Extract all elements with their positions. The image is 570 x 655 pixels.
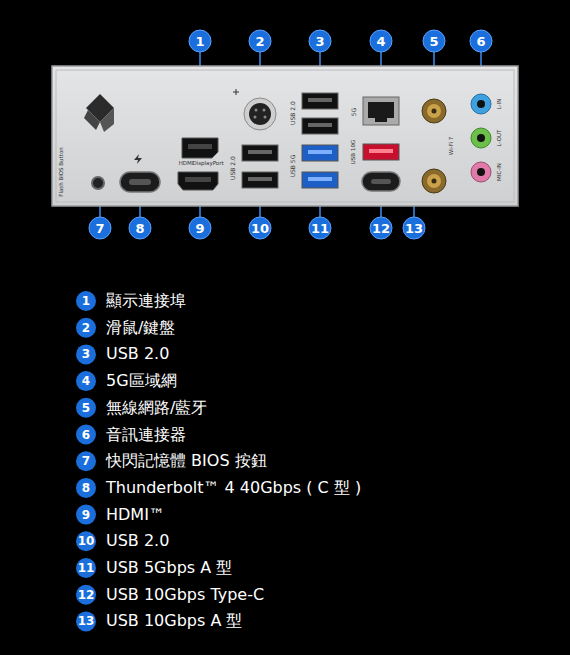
port-description: USB 10Gbps A 型 [106,613,242,629]
panel-print: L-IN [497,99,503,110]
callout-number: 4 [82,375,90,387]
callout-number: 2 [255,35,264,48]
lan-port [363,97,399,125]
port-description: USB 2.0 [106,533,169,549]
port-description: HDMI™ [106,507,165,523]
panel-print: USB 2.0 [230,156,236,180]
list-number-circle [76,558,96,578]
panel-print: Wi-Fi 7 [449,137,455,155]
callout-number: 3 [315,35,324,48]
callout-number: 9 [82,509,90,521]
callout-number: 5 [82,402,90,414]
list-number-circle [76,291,96,311]
wifi-antenna-connectors [422,99,446,193]
brand-logo [84,94,114,132]
list-number-circle [76,478,96,498]
callout-number: 5 [429,35,438,48]
callout-number: 1 [82,295,90,307]
list-number-circle [76,318,96,338]
panel-print: Flash BIOS Button [59,147,65,197]
list-number-circle [76,505,96,525]
list-number-circle [76,398,96,418]
callout-number: 3 [82,348,90,360]
plate-rim [56,70,514,202]
list-number-circle [76,585,96,605]
callout-number: 13 [405,222,423,235]
callout-number: 4 [376,35,385,48]
list-number-circle [76,371,96,391]
callout-number: 6 [476,35,485,48]
callout-circles [89,30,492,239]
list-number-circle [76,531,96,551]
usb2-ports-upper [302,93,338,134]
usb2-ports-lower [242,145,278,188]
list-number-circle [76,611,96,631]
list-number-circle [76,451,96,471]
usb10g-port [363,144,399,160]
callout-number: 7 [82,455,90,467]
panel-print: L-OUT [497,130,503,147]
port-description: Thunderbolt™ 4 40Gbps ( C 型 ) [106,480,361,496]
callout-number: 10 [78,535,95,547]
port-description: USB 2.0 [106,346,169,362]
callout-number: 12 [78,589,95,601]
port-description: USB 10Gbps Type-C [106,587,264,603]
port-description: 無線網路/藍牙 [106,400,207,416]
panel-print: HDMI [179,161,194,167]
panel-print: USB 2.0 [290,101,296,125]
callout-number: 12 [372,222,390,235]
port-description: 快閃記憶體 BIOS 按鈕 [106,453,267,469]
port-description: 顯示連接埠 [106,293,186,309]
panel-print: USB 5G [290,155,296,178]
hdmi-port [178,172,218,190]
usb-c-port [362,172,400,191]
port-description: 滑鼠/鍵盤 [106,320,175,336]
flash-bios-button [92,177,104,189]
io-plate [52,66,518,206]
displayport-port [182,138,218,158]
list-number-circles [76,291,96,631]
callout-number: 13 [78,615,95,627]
callout-number: 8 [82,482,90,494]
callout-number: 10 [251,222,269,235]
callout-number: 11 [78,562,95,574]
panel-print: DisplayPort [192,161,223,167]
port-description: 音訊連接器 [106,427,186,443]
callout-number: 11 [311,222,329,235]
callout-number: 2 [82,322,90,334]
callout-number: 6 [82,429,90,441]
callout-number: 8 [135,222,144,235]
thunderbolt-port [120,154,160,192]
callout-number: 7 [95,222,104,235]
port-description: USB 5Gbps A 型 [106,560,232,576]
ps2-port [233,89,276,130]
list-number-circle [76,425,96,445]
usb5g-ports [302,145,338,188]
panel-print: 5G [351,108,357,116]
panel-print: USB 10G [351,140,357,164]
panel-print: MIC-IN [497,163,503,181]
callout-number: 1 [195,35,204,48]
list-number-circle [76,344,96,364]
audio-jacks [471,94,491,182]
callout-number: 9 [195,222,204,235]
port-description: 5G區域網 [106,373,177,389]
